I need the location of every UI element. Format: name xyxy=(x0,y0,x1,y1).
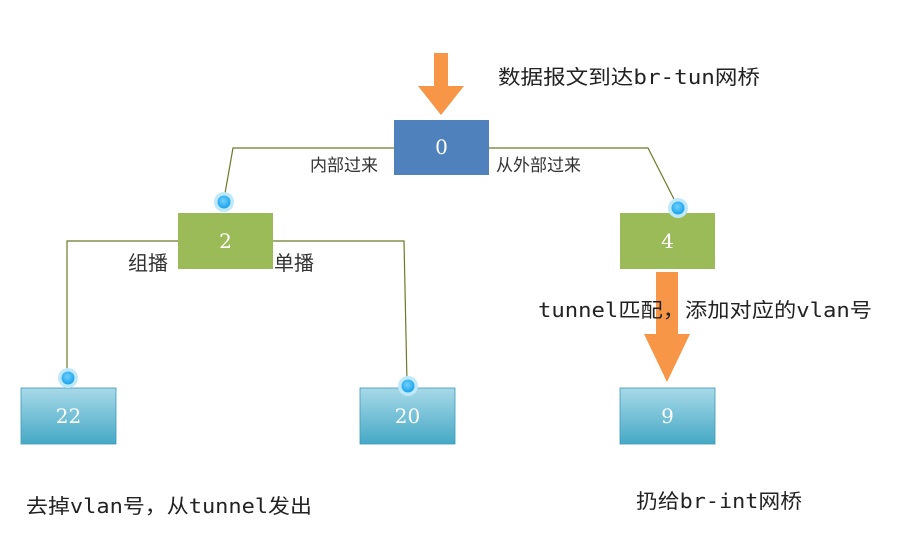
node-root-label: 0 xyxy=(435,135,448,159)
node-right-label: 4 xyxy=(661,229,674,253)
node-left xyxy=(178,213,273,269)
node-right xyxy=(620,213,715,269)
edge-root-right xyxy=(489,147,678,206)
edge-label-left-lr: 单播 xyxy=(274,251,314,275)
edge-label-left-ll: 组播 xyxy=(128,251,168,275)
note-top: 数据报文到达br-tun网桥 xyxy=(498,65,760,89)
edge-label-root-left: 内部过来 xyxy=(310,156,378,176)
note-bottom-left: 去掉vlan号，从tunnel发出 xyxy=(26,494,312,518)
note-middle: tunnel匹配，添加对应的vlan号 xyxy=(538,298,872,322)
dot-lr xyxy=(398,376,418,396)
node-ll xyxy=(20,387,117,445)
node-root xyxy=(394,120,489,175)
edge-left-ll xyxy=(66,240,178,374)
edge-label-root-right: 从外部过来 xyxy=(496,156,581,176)
node-lr xyxy=(359,387,456,445)
incoming-arrow xyxy=(418,53,464,115)
edge-root-left xyxy=(223,147,394,200)
node-rr-label: 9 xyxy=(661,404,674,428)
node-rr xyxy=(619,387,716,445)
dot-left xyxy=(214,192,234,212)
node-ll-label: 22 xyxy=(56,404,81,428)
dot-ll xyxy=(58,368,78,388)
node-left-label: 2 xyxy=(219,229,232,253)
node-lr-label: 20 xyxy=(395,404,420,428)
edge-left-lr xyxy=(273,240,408,384)
dot-right xyxy=(668,198,688,218)
note-bottom-right: 扔给br-int网桥 xyxy=(636,489,802,513)
forward-arrow xyxy=(644,272,690,382)
